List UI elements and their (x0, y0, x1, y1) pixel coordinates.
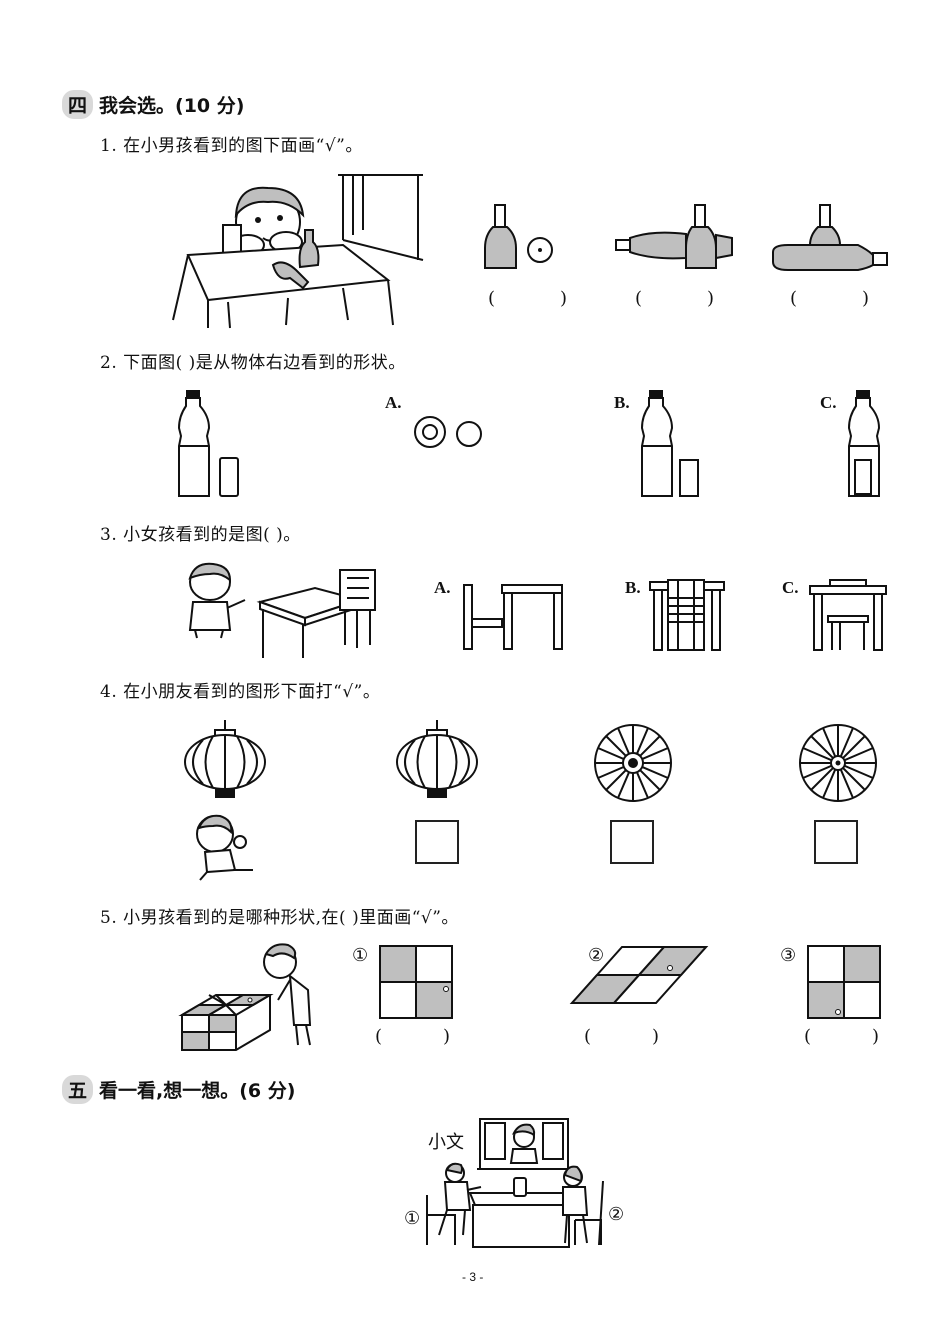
q3-answer-blank[interactable] (320, 517, 380, 543)
q1-option-1-figure (484, 204, 553, 269)
q2-option-c-label: C. (820, 393, 837, 412)
question-1-text: 1. 在小男孩看到的图下面画“√”。 (100, 136, 363, 156)
q2-answer-blank[interactable] (199, 345, 261, 371)
children-at-table-illustration (426, 1118, 604, 1248)
q5-option-3-label: ③ (780, 945, 797, 966)
q1-answer-2-blank[interactable] (647, 286, 703, 312)
section-4-title: 我会选。(10 分) (99, 95, 245, 117)
q2-bottle-and-cup-figure (177, 390, 239, 497)
boy-looking-at-box-illustration (178, 943, 312, 1051)
q5-option-1-figure (379, 945, 453, 1019)
section-5-badge: 五 (62, 1075, 94, 1104)
q2-option-b-label: B. (614, 393, 630, 412)
q2-option-b-figure (640, 390, 699, 497)
question-3-text: 3. 小女孩看到的是图( )。 (100, 525, 301, 545)
q5-answer-1-open: ( (375, 1026, 383, 1047)
section-5-header: 五看一看,想一想。(6 分) (62, 1075, 295, 1104)
q1-answer-3-blank[interactable] (802, 286, 858, 312)
section5-position-1-label: ① (404, 1208, 421, 1229)
q3-option-c-figure (809, 579, 887, 651)
q5-option-2-figure (569, 946, 709, 1004)
q2-option-a-label: A. (385, 393, 402, 412)
q3-option-b-figure (649, 579, 725, 651)
q5-answer-1-blank[interactable] (387, 1024, 439, 1050)
girl-table-chair-illustration (188, 562, 376, 658)
q5-answer-3-blank[interactable] (816, 1024, 868, 1050)
q1-answer-1-close: ) (560, 288, 568, 309)
q1-option-2-figure (615, 204, 733, 269)
lantern-top-view-option-3 (799, 724, 877, 802)
q3-option-b-label: B. (625, 578, 641, 597)
q3-option-a-figure (463, 584, 563, 650)
section5-position-2-label: ② (608, 1204, 625, 1225)
lantern-figure-option-1 (396, 720, 478, 798)
q5-answer-2-blank[interactable] (596, 1024, 648, 1050)
q1-answer-1-open: ( (488, 288, 496, 309)
q1-answer-3-open: ( (790, 288, 798, 309)
section-5-title: 看一看,想一想。(6 分) (99, 1080, 296, 1102)
q2-option-c-figure (847, 390, 881, 497)
q1-answer-1-blank[interactable] (500, 286, 556, 312)
page-number: - 3 - (462, 1270, 484, 1284)
lantern-top-view-option-2 (594, 724, 672, 802)
q3-option-c-label: C. (782, 578, 799, 597)
q5-answer-3-close: ) (872, 1026, 880, 1047)
q3-option-a-label: A. (434, 578, 451, 597)
q1-answer-3-close: ) (862, 288, 870, 309)
section-4-badge: 四 (62, 90, 94, 119)
q5-answer-3-open: ( (804, 1026, 812, 1047)
boy-at-table-illustration (172, 174, 424, 329)
section-4-header: 四我会选。(10 分) (62, 90, 244, 119)
q5-answer-2-open: ( (584, 1026, 592, 1047)
q5-option-2-label: ② (588, 945, 605, 966)
q5-option-1-label: ① (352, 945, 369, 966)
child-illustration (196, 814, 253, 881)
q5-answer-2-close: ) (652, 1026, 660, 1047)
q4-checkbox-3[interactable] (814, 820, 858, 864)
q4-checkbox-1[interactable] (415, 820, 459, 864)
question-4-text: 4. 在小朋友看到的图形下面打“√”。 (100, 682, 381, 702)
q4-checkbox-2[interactable] (610, 820, 654, 864)
q2-option-a-figure (414, 416, 482, 448)
q1-answer-2-open: ( (635, 288, 643, 309)
q5-option-3-figure (807, 945, 881, 1019)
question-5-text: 5. 小男孩看到的是哪种形状,在( )里面画“√”。 (100, 908, 459, 928)
q5-answer-1-close: ) (443, 1026, 451, 1047)
question-2-text: 2. 下面图( )是从物体右边看到的形状。 (100, 353, 406, 373)
xiaowen-label: 小文 (428, 1132, 464, 1153)
q1-option-3-figure (772, 204, 888, 271)
q1-answer-2-close: ) (707, 288, 715, 309)
lantern-figure-reference (184, 720, 266, 798)
